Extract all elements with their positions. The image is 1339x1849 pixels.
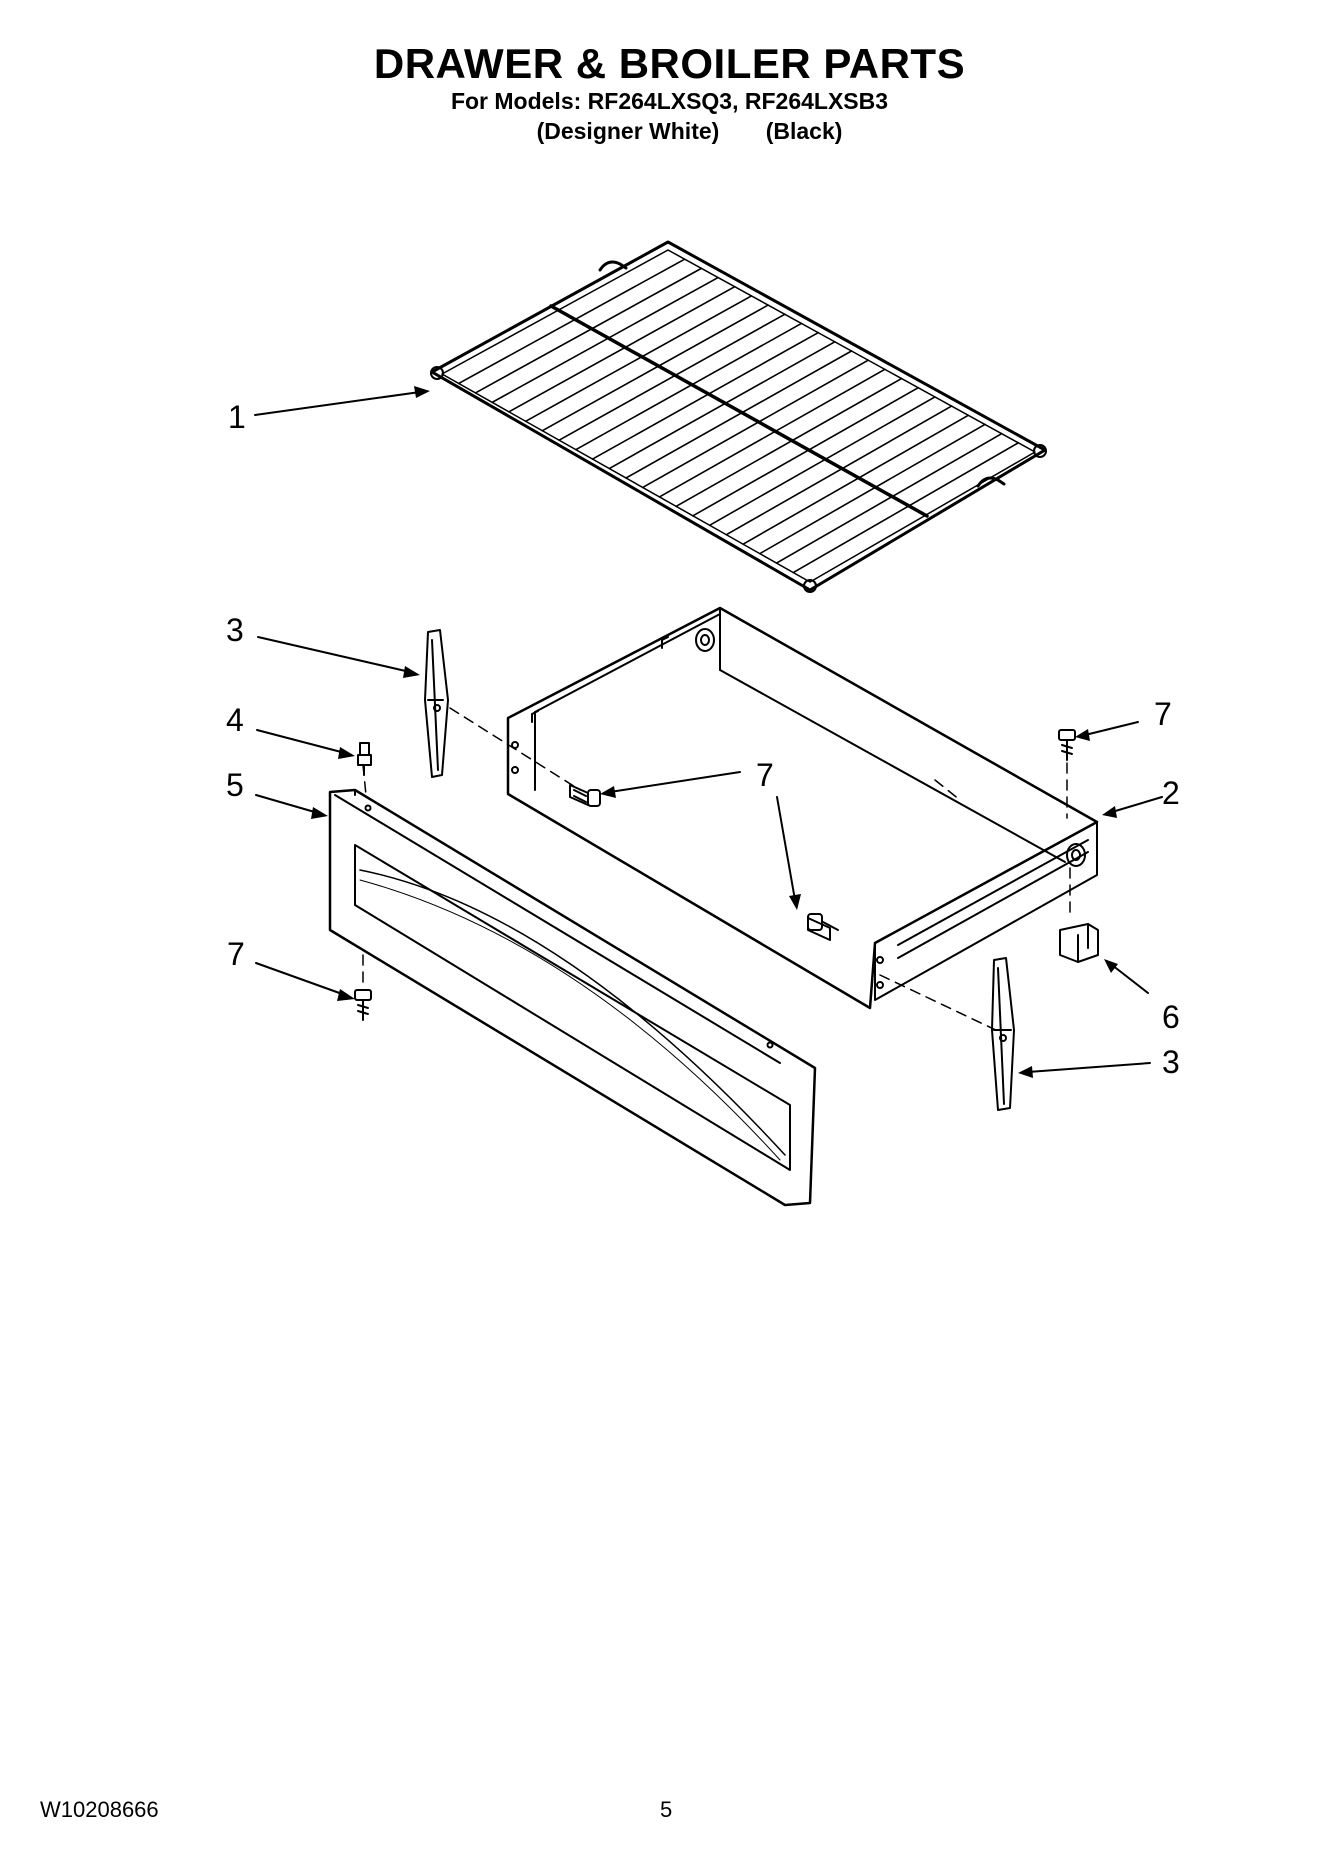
rack-wire (508, 285, 736, 413)
rack-wire (658, 368, 886, 498)
rack-wire (541, 304, 769, 432)
rack-wire (591, 331, 819, 460)
leader-lines (254, 391, 1163, 1073)
screw-front-left (354, 989, 372, 1021)
callout-5-drawer-front: 5 (226, 767, 244, 803)
drawer-body (506, 606, 1099, 1010)
clip (1059, 923, 1099, 963)
rack-wire (792, 442, 1020, 574)
page-number: 5 (660, 1797, 673, 1822)
rack-wire (457, 258, 686, 385)
rack-wire (692, 386, 920, 517)
callout-7-screw-top-right: 7 (1154, 696, 1172, 732)
rack-wire (708, 396, 936, 527)
screw-drawer-bottom (807, 913, 839, 941)
page-title: DRAWER & BROILER PARTS (373, 40, 966, 87)
callout-7-screw-front-left: 7 (227, 936, 245, 972)
rack-wire (725, 405, 953, 536)
variant-black: (Black) (765, 118, 843, 144)
callout-1-rack: 1 (228, 399, 246, 435)
callout-3-slide-left: 3 (226, 612, 244, 648)
broiler-rack (430, 240, 1047, 593)
rack-wire (474, 267, 703, 394)
document-number: W10208666 (40, 1797, 159, 1822)
rack-wire (641, 359, 869, 489)
callout-6-clip: 6 (1162, 999, 1180, 1035)
screw-top-right (1058, 729, 1076, 761)
rack-wire (524, 295, 753, 423)
rack-wire (742, 414, 970, 545)
callout-3-slide-right: 3 (1162, 1044, 1180, 1080)
callout-4-stud: 4 (226, 702, 244, 738)
drawer-slide-right (991, 957, 1015, 1111)
drawer-front-panel (328, 788, 817, 1207)
variant-white: (Designer White) (536, 118, 720, 144)
variants-line: (Designer White) (Black) (0, 118, 1339, 145)
stud (357, 742, 372, 776)
screw-center (569, 784, 601, 807)
drawer-slide-left (424, 629, 449, 778)
callout-2-drawer-body: 2 (1162, 775, 1180, 811)
callout-7-screw-center: 7 (756, 757, 774, 793)
rack-wire (675, 377, 903, 508)
rack-wire (491, 276, 719, 404)
arrowheads (311, 386, 1118, 1078)
rack-wire (625, 350, 853, 479)
rack-wire (558, 313, 786, 441)
rack-wire (608, 341, 836, 470)
rack-wire (775, 432, 1003, 564)
rack-wire (759, 423, 986, 555)
rack-wire (575, 322, 803, 451)
models-line: For Models: RF264LXSQ3, RF264LXSB3 (450, 88, 889, 114)
